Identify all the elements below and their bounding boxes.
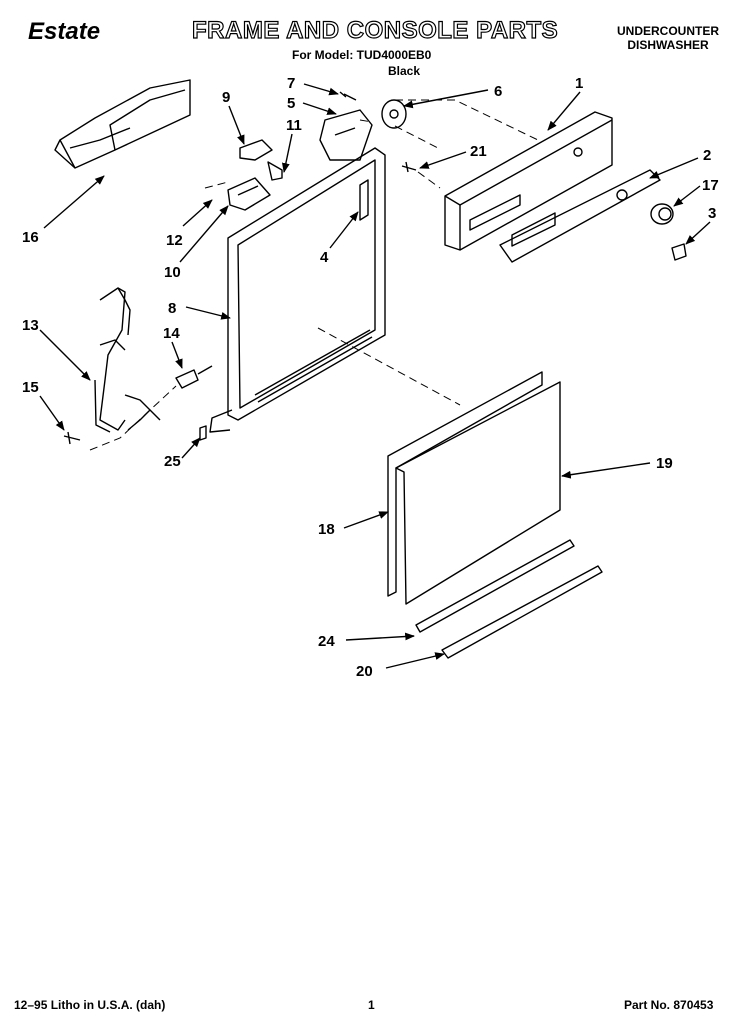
part-7-screw [339, 91, 357, 101]
leader-24 [345, 632, 415, 641]
assembly-line-knob [394, 125, 439, 149]
part-9-11-switch [239, 139, 283, 181]
part-10-bracket [227, 177, 271, 211]
assembly-line-panel [317, 327, 461, 406]
product-line-2: DISHWASHER [627, 38, 709, 52]
part-13-harness [94, 287, 161, 433]
part-25-clip [199, 425, 207, 441]
callout-24: 24 [318, 633, 335, 650]
leader-14 [171, 341, 183, 369]
callout-12: 12 [166, 232, 183, 249]
part-20-trim [441, 565, 603, 659]
leader-1 [547, 91, 581, 131]
part-5-latch [319, 109, 373, 161]
assembly-line-console [395, 99, 539, 141]
leader-25 [181, 437, 201, 459]
assembly-line-screw [417, 171, 441, 189]
part-16-cover [54, 79, 191, 169]
part-8-door-frame [209, 147, 386, 433]
leader-16 [43, 175, 105, 229]
callout-9: 9 [222, 89, 230, 106]
product-line-1: UNDERCOUNTER [617, 24, 719, 38]
page-title: FRAME AND CONSOLE PARTS [191, 16, 559, 44]
leader-4 [329, 211, 359, 249]
leader-3 [685, 221, 711, 245]
leader-9 [228, 105, 245, 145]
callout-2: 2 [703, 147, 711, 164]
leader-20 [385, 652, 445, 669]
callout-18: 18 [318, 521, 335, 538]
part-19-door-panel [395, 381, 561, 605]
callout-4: 4 [320, 249, 329, 266]
footer-page-number: 1 [368, 998, 375, 1012]
leader-11 [281, 133, 293, 173]
callout-15: 15 [22, 379, 39, 396]
part-18-door-panel [387, 371, 543, 597]
leader-7 [303, 83, 339, 96]
part-15-screw [63, 431, 81, 445]
brand-logo: Estate [28, 18, 101, 45]
color-line: Black [388, 64, 421, 78]
leader-21 [419, 151, 467, 169]
leader-8 [185, 306, 231, 320]
leader-18 [343, 511, 389, 529]
callout-20: 20 [356, 663, 373, 680]
callout-7: 7 [287, 75, 295, 92]
assembly-line-bracket [204, 181, 229, 189]
footer-litho: 12–95 Litho in U.S.A. (dah) [14, 998, 166, 1012]
callout-1: 1 [575, 75, 583, 92]
callout-13: 13 [22, 317, 39, 334]
part-24-trim [415, 539, 575, 633]
leader-13 [39, 329, 91, 381]
leader-19 [561, 462, 651, 479]
leader-17 [673, 185, 701, 207]
callout-11: 11 [286, 117, 302, 134]
part-21-screw [401, 161, 417, 173]
callout-17: 17 [702, 177, 719, 194]
callout-16: 16 [22, 229, 39, 246]
part-17-knob [650, 203, 674, 225]
leader-15 [39, 395, 65, 431]
callout-19: 19 [656, 455, 673, 472]
part-14-switch [175, 365, 213, 389]
callout-8: 8 [168, 300, 176, 317]
assembly-line-harness [89, 385, 177, 451]
part-6-knob [381, 99, 407, 129]
callout-5: 5 [287, 95, 295, 112]
leader-5 [302, 102, 337, 115]
leader-6 [403, 89, 489, 109]
callout-25: 25 [164, 453, 181, 470]
part-2-panel [499, 169, 661, 263]
product-type: UNDERCOUNTER DISHWASHER [608, 24, 728, 52]
callout-10: 10 [164, 264, 181, 281]
callout-6: 6 [494, 83, 502, 100]
part-1-console [444, 111, 613, 251]
callout-3: 3 [708, 205, 716, 222]
leader-10 [179, 205, 229, 263]
model-line: For Model: TUD4000EB0 [292, 48, 432, 62]
footer-part-number: Part No. 870453 [624, 998, 714, 1012]
part-3-clip [671, 243, 687, 261]
leader-2 [649, 157, 699, 179]
leader-12 [182, 199, 213, 227]
callout-14: 14 [163, 325, 180, 342]
assembly-line-strip [359, 119, 373, 123]
callout-21: 21 [470, 143, 487, 160]
